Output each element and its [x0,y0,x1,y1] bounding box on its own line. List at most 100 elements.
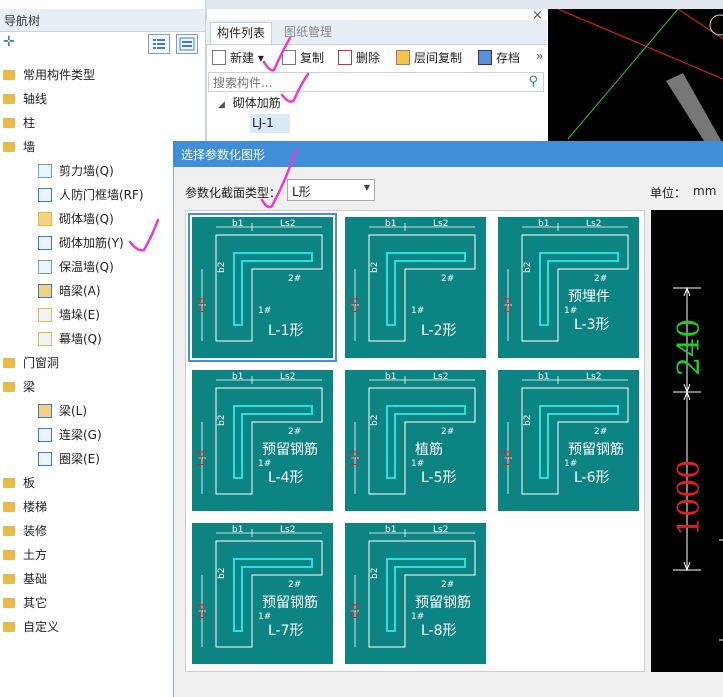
dim-b1-label: b1 [385,219,396,229]
nav-leaf[interactable]: 人防门框墙(RF) [38,184,144,206]
detail-view-icon[interactable] [176,34,198,54]
folder-icon [3,357,15,368]
nav-leaf[interactable]: 圈梁(E) [38,448,100,470]
nav-item-label: 圈梁(E) [59,452,100,466]
nav-folder[interactable]: 楼梯 [3,496,47,518]
rebar-1-label: 1# [258,306,271,316]
masonry-wall-icon [38,211,52,226]
dim-b2-label: b2 [523,415,533,426]
nav-leaf[interactable]: 砌体墙(Q) [38,208,114,230]
curtain-wall-icon [38,331,52,346]
nav-folder[interactable]: 轴线 [3,88,47,110]
nav-item-label: 其它 [23,596,48,610]
nav-folder[interactable]: 土方 [3,544,47,566]
nav-folder[interactable]: 梁 [3,376,35,398]
masonry-rebar-icon [38,235,52,250]
search-input[interactable] [211,74,515,92]
folder-icon [3,69,15,80]
nav-folder[interactable]: 装修 [3,520,47,542]
nav-leaf[interactable]: 幕墙(Q) [38,328,102,350]
dim-ls2-label: Ls2 [280,525,295,535]
dim-b2-label: b2 [217,262,227,273]
nav-folder[interactable]: 常用构件类型 [3,64,95,86]
nav-item-label: 门窗洞 [23,356,60,370]
dim-b1-label: b1 [232,525,243,535]
nav-leaf[interactable]: 暗梁(A) [38,280,101,302]
delete-icon [338,50,352,65]
component-tree-parent[interactable]: ◢ 砌体加筋 [218,96,281,110]
drawing-viewport[interactable] [548,9,723,144]
nav-item-label: 自定义 [23,620,60,634]
nav-leaf[interactable]: 连梁(G) [38,424,102,446]
nav-leaf[interactable]: 保温墙(Q) [38,256,114,278]
nav-leaf[interactable]: 梁(L) [38,400,87,422]
navigation-tree-panel [0,0,206,697]
nav-folder[interactable]: 柱 [3,112,35,134]
rebar-2-label: 2# [288,274,301,284]
floor-copy-button[interactable]: 层间复制 [396,49,462,66]
rebar-1-label: 1# [564,459,577,469]
shape-note: 预留钢筋 [568,441,624,458]
rebar-1-label: 1# [411,612,424,622]
nav-folder[interactable]: 墙 [3,136,35,158]
delete-button[interactable]: 删除 [338,49,380,66]
wall-pier-icon [38,307,52,322]
save-button[interactable]: 存档 [478,49,520,66]
shape-name: L-8形 [421,623,457,639]
nav-item-label: 人防门框墙(RF) [59,188,144,202]
nav-leaf[interactable]: 剪力墙(Q) [38,160,114,182]
rebar-2-label: 2# [594,274,607,284]
nav-leaf[interactable]: 墙垛(E) [38,304,100,326]
pin-plus-icon[interactable]: ✛ [3,34,15,50]
tab-drawing-management[interactable]: 图纸管理 [284,25,333,39]
more-icon[interactable]: » [536,49,544,63]
nav-folder[interactable]: 自定义 [3,616,59,638]
beam-icon [38,403,52,418]
nav-toolbar: ✛ [0,31,205,59]
dim-ls2-label: Ls2 [586,372,601,382]
search-icon[interactable]: ⚲ [528,74,538,89]
dim-b2-label: b2 [217,415,227,426]
dim-ls1-label: Ls1 [502,449,513,466]
dim-b2-label: b2 [370,415,380,426]
folder-icon [3,141,15,152]
shear-wall-icon [38,163,52,178]
dialog-title: 选择参数化图形 [181,148,266,162]
dim-b1-label: b1 [538,372,549,382]
shape-name: L-2形 [421,323,457,339]
tab-component-list[interactable]: 构件列表 [210,22,273,44]
section-type-select[interactable]: L形 ▼ [287,179,375,201]
folder-icon [3,525,15,536]
component-tabs: 构件列表 图纸管理 × [206,8,547,45]
component-tree-child[interactable]: LJ-1 [250,114,290,133]
nav-leaf[interactable]: 砌体加筋(Y) [38,232,124,254]
rebar-2-label: 2# [288,580,301,590]
nav-folder[interactable]: 板 [3,472,35,494]
copy-button[interactable]: 复制 [282,49,324,66]
nav-item-label: 暗梁(A) [59,284,101,298]
nav-folder[interactable]: 门窗洞 [3,352,59,374]
collapse-arrow-icon[interactable]: ◢ [218,100,225,110]
dim-ls1-label: Ls1 [349,449,360,466]
new-button[interactable]: 新建 ▾ [212,49,264,66]
dim-b2-label: b2 [370,262,380,273]
list-view-icon[interactable] [148,34,170,54]
rebar-1-label: 1# [564,306,577,316]
shape-preview: 240 1000 [651,210,723,672]
nav-item-label: 土方 [23,548,48,562]
rebar-1-label: 1# [258,612,271,622]
unit-label: 单位： [650,186,687,200]
nav-folder[interactable]: 其它 [3,592,47,614]
nav-folder[interactable]: 基础 [3,568,47,590]
close-icon[interactable]: × [532,8,543,23]
rebar-2-label: 2# [441,427,454,437]
